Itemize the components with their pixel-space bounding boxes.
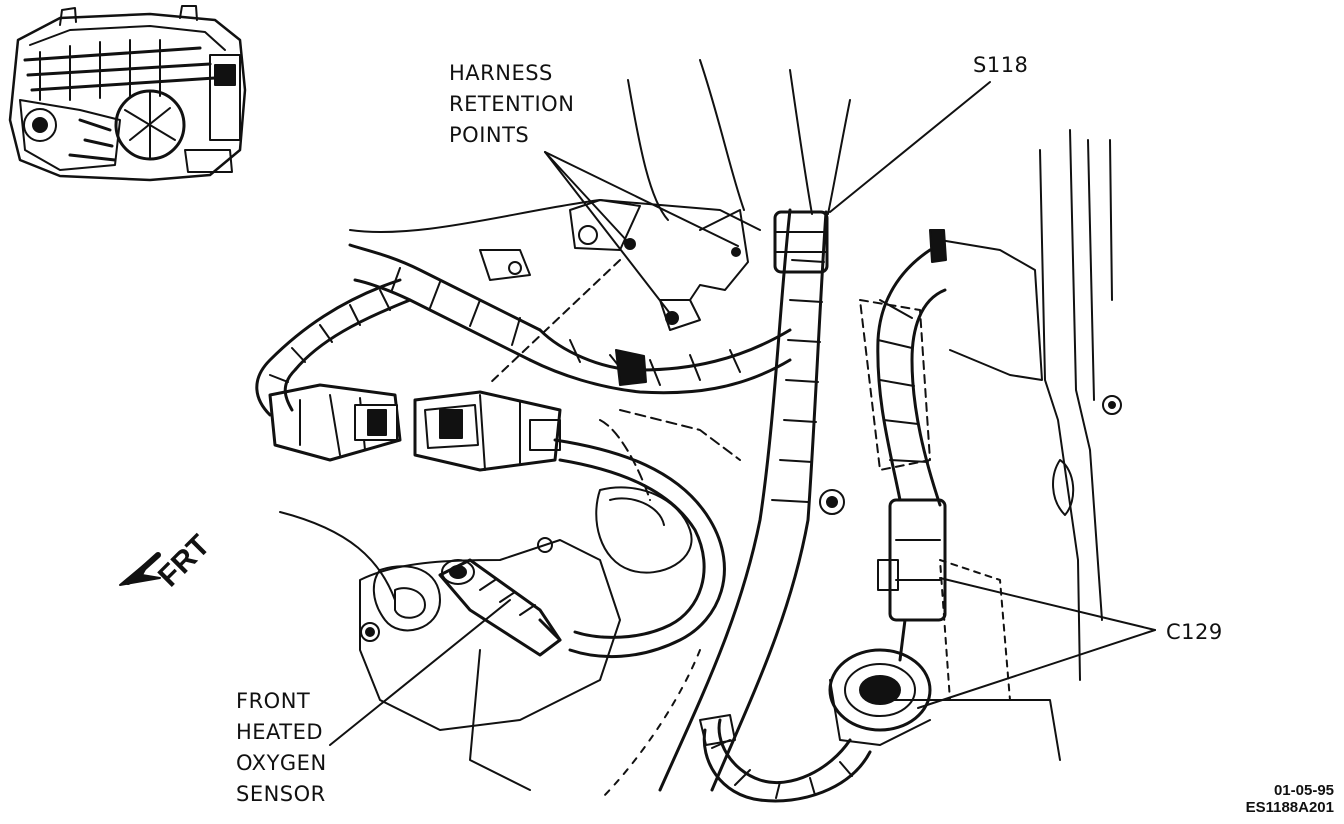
front-heated-oxygen-sensor-label: FRONT HEATED OXYGEN SENSOR — [236, 686, 327, 810]
label-line: HEATED — [236, 720, 324, 744]
connector-c129-label: C129 — [1166, 620, 1223, 644]
label-line: FRONT — [236, 689, 311, 713]
figure-code: 01-05-95 ES1188A201 — [1246, 782, 1334, 816]
label-line: RETENTION — [449, 92, 575, 116]
main-wiring-harness — [348, 208, 829, 792]
front-direction-arrow — [119, 552, 161, 586]
figure-date: 01-05-95 — [1273, 782, 1334, 799]
front-direction-indicator: FRT — [118, 510, 228, 594]
oxygen-sensor-connector-assembly — [255, 278, 726, 658]
engine-structure-outline — [279, 59, 1122, 801]
label-line: OXYGEN — [236, 751, 327, 775]
harness-retention-points-label: HARNESS RETENTION POINTS — [449, 58, 574, 151]
label-line: SENSOR — [236, 782, 326, 806]
splice-s118-label: S118 — [973, 53, 1029, 77]
label-line: HARNESS — [449, 61, 553, 85]
c129-harness — [699, 248, 947, 803]
label-line: POINTS — [449, 123, 530, 147]
engine-locator-thumbnail — [8, 5, 247, 182]
figure-id: ES1188A201 — [1245, 799, 1334, 816]
leader-lines — [329, 81, 1156, 746]
